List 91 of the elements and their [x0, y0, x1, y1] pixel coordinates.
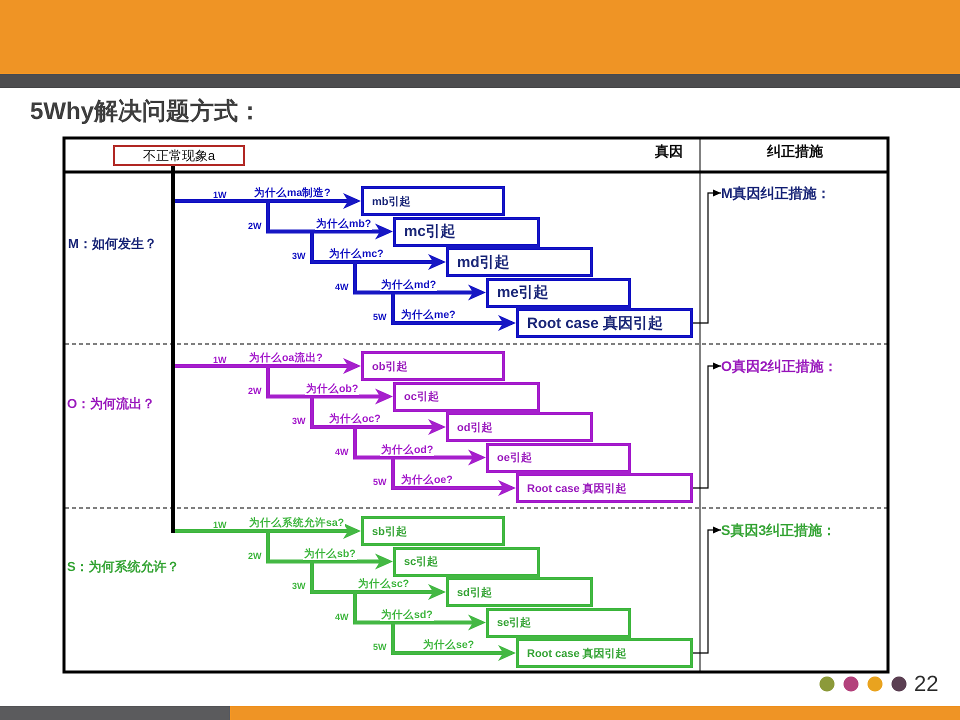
- edge-label: 为什么oa流出?: [248, 352, 324, 364]
- row-label: S：为何系统允许？: [67, 559, 180, 575]
- cause-text: mc引起: [404, 222, 456, 241]
- step-number: 5W: [373, 642, 386, 652]
- step-number: 4W: [335, 612, 348, 622]
- row-label: O：为何流出？: [67, 396, 156, 412]
- step-number: 3W: [292, 251, 306, 261]
- edge-label: 为什么me?: [400, 309, 457, 321]
- cause-box: [393, 216, 540, 246]
- arrow: [391, 624, 516, 661]
- edge-label: 为什么mb?: [315, 218, 372, 230]
- arrow: [266, 368, 393, 404]
- action-heading: M真因纠正措施：: [721, 184, 831, 202]
- step-number: 2W: [248, 386, 262, 396]
- step-number: 1W: [213, 190, 226, 200]
- arrow: [693, 526, 721, 654]
- cause-text: sd引起: [457, 586, 492, 600]
- cause-box: [486, 442, 631, 472]
- cause-box: [446, 577, 593, 607]
- cause-box: [393, 546, 540, 576]
- column-header: 纠正措施: [767, 142, 823, 160]
- step-number: 1W: [213, 355, 226, 365]
- edge-label: 为什么oe?: [400, 474, 454, 486]
- slide-title: 5Why解决问题方式：: [30, 97, 262, 127]
- edge-label: 为什么od?: [380, 444, 434, 456]
- edge-label: 为什么se?: [422, 639, 476, 651]
- column-header: 真因: [655, 142, 683, 160]
- step-number: 5W: [373, 477, 386, 487]
- page-number: 22: [914, 671, 938, 697]
- step-number: 3W: [292, 581, 306, 591]
- step-number: 3W: [292, 416, 306, 426]
- arrow: [310, 564, 446, 600]
- step-number: 4W: [335, 446, 348, 456]
- edge-label: 为什么ob?: [305, 382, 360, 394]
- action-heading: O真因2纠正措施：: [721, 357, 838, 375]
- step-number: 1W: [213, 520, 226, 530]
- arrow: [266, 533, 393, 570]
- arrow: [693, 190, 721, 324]
- cause-text: me引起: [497, 283, 549, 302]
- cause-box: [446, 412, 593, 442]
- arrow: [266, 203, 393, 240]
- cause-box: [486, 608, 631, 638]
- cause-box: [516, 638, 693, 668]
- phenomenon-text: 不正常现象a: [142, 146, 216, 164]
- arrow: [693, 362, 721, 489]
- cause-box: [446, 247, 593, 277]
- step-number: 2W: [248, 550, 262, 560]
- cause-box: [486, 278, 631, 308]
- cause-text: od引起: [457, 420, 492, 434]
- cause-box: [516, 473, 693, 503]
- cause-box: [516, 308, 693, 338]
- edge-label: 为什么oc?: [328, 413, 382, 425]
- arrow: [353, 594, 486, 630]
- step-number: 4W: [335, 282, 348, 292]
- cause-box: [361, 186, 505, 216]
- edge-label: 为什么系统允许sa?: [248, 517, 346, 529]
- cause-text: sc引起: [404, 554, 438, 569]
- cause-text: mb引起: [372, 194, 410, 208]
- cause-text: Root case 真因引起: [527, 482, 627, 496]
- edge-label: 为什么mc?: [328, 248, 385, 260]
- phenomenon-box: [113, 145, 245, 166]
- cause-box: [393, 382, 540, 412]
- step-number: 5W: [373, 312, 386, 322]
- arrow: [391, 460, 516, 496]
- arrow: [310, 234, 446, 270]
- edge-label: 为什么sc?: [357, 578, 410, 590]
- trunk-bar: [171, 166, 175, 533]
- edge-label: 为什么sd?: [380, 608, 434, 620]
- cause-text: Root case 真因引起: [527, 646, 627, 660]
- cause-text: md引起: [457, 252, 510, 272]
- arrow: [353, 429, 486, 466]
- arrow: [175, 358, 361, 374]
- action-heading: S真因3纠正措施：: [721, 521, 836, 539]
- cause-box: [361, 516, 505, 546]
- arrow: [391, 294, 516, 331]
- edge-label: 为什么md?: [380, 278, 438, 290]
- arrow: [353, 264, 486, 300]
- edge-label: 为什么ma制造?: [253, 187, 332, 199]
- arrow: [310, 398, 446, 435]
- cause-text: sb引起: [372, 524, 407, 538]
- cause-text: oe引起: [497, 450, 532, 465]
- arrow: [175, 193, 361, 209]
- step-number: 2W: [248, 220, 262, 230]
- cause-box: [361, 351, 505, 381]
- edge-label: 为什么sb?: [303, 548, 357, 560]
- cause-text: se引起: [497, 616, 532, 630]
- cause-text: oc引起: [404, 390, 439, 404]
- cause-text: Root case 真因引起: [527, 314, 663, 332]
- row-label: M：如何发生？: [68, 236, 157, 252]
- cause-text: ob引起: [372, 360, 408, 374]
- arrow: [175, 523, 361, 539]
